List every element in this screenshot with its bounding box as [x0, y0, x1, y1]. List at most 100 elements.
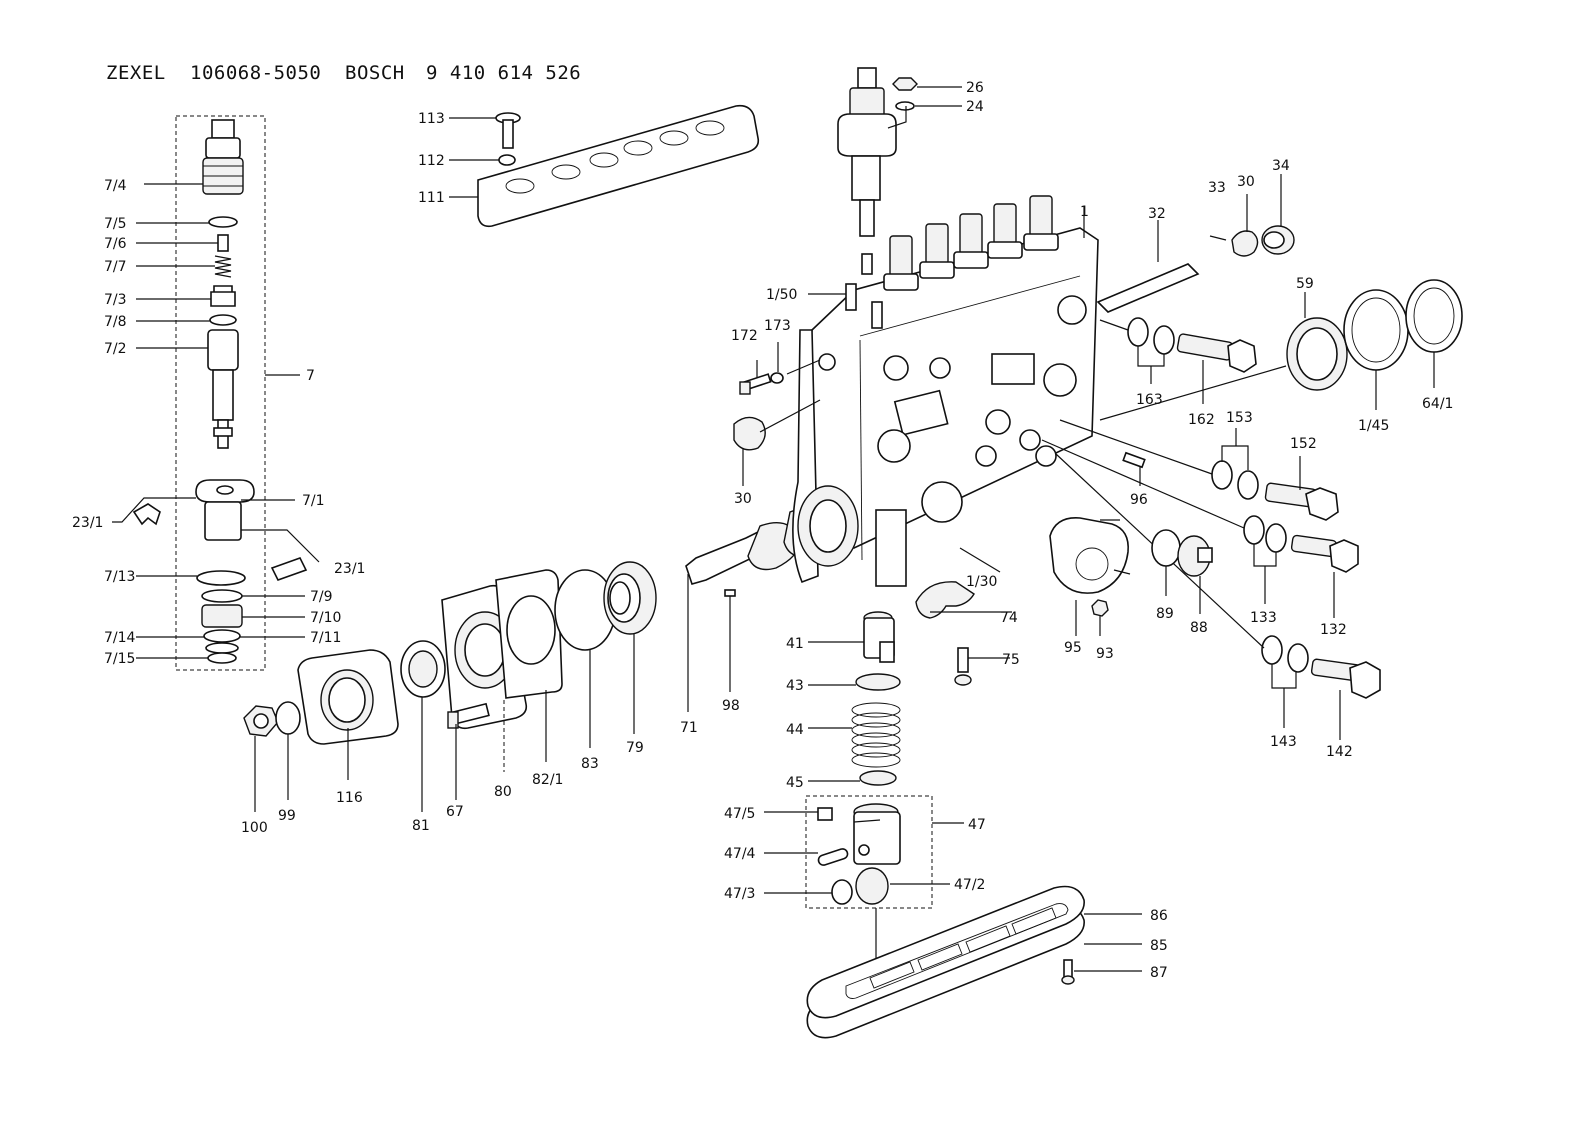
- label-1-50: 1/50: [766, 287, 797, 303]
- bosch-part-number: 9 410 614 526: [426, 62, 581, 84]
- label-7-6: 7/6: [104, 236, 127, 252]
- label-133: 133: [1250, 610, 1277, 626]
- label-30-top: 30: [1237, 174, 1255, 190]
- label-83: 83: [581, 756, 599, 772]
- label-95: 95: [1064, 640, 1082, 656]
- label-152: 152: [1290, 436, 1317, 452]
- label-153: 153: [1226, 410, 1253, 426]
- washer-112: [498, 154, 516, 166]
- callout-labels: 7/4 7/5 7/6 7/7 7/3 7/8 7/2 7 7/1 23/1 2…: [72, 80, 1453, 981]
- label-23-1-left: 23/1: [72, 515, 103, 531]
- label-47-3: 47/3: [724, 886, 755, 902]
- label-67: 67: [446, 804, 464, 820]
- label-7: 7: [306, 368, 315, 384]
- key-98: [724, 589, 736, 597]
- screw-87: [1061, 959, 1075, 985]
- label-79: 79: [626, 740, 644, 756]
- zexel-part-number: 106068-5050: [190, 62, 321, 84]
- bolt-142: [1310, 658, 1381, 699]
- seal-64-1: [1405, 279, 1463, 353]
- barrel: [207, 329, 239, 449]
- o-ring-89: [1151, 529, 1181, 567]
- header: ZEXEL 106068-5050 BOSCH 9 410 614 526: [106, 62, 581, 84]
- label-163: 163: [1136, 392, 1163, 408]
- control-sleeve-41: [863, 611, 895, 663]
- bolt-162: [1176, 333, 1257, 373]
- spring-seat-43: [855, 673, 901, 691]
- label-7-7: 7/7: [104, 259, 127, 275]
- bearing-59: [1286, 317, 1348, 391]
- plate-86: [806, 885, 1085, 1019]
- label-7-1: 7/1: [302, 493, 325, 509]
- label-71: 71: [680, 720, 698, 736]
- brand-bosch: BOSCH: [345, 62, 405, 84]
- hex-nut: [243, 705, 279, 737]
- label-7-9: 7/9: [310, 589, 333, 605]
- rear-bearing-group: [1099, 279, 1463, 421]
- screw-67: [447, 702, 490, 729]
- washer-163b: [1153, 325, 1175, 355]
- gasket-82-1: [495, 569, 563, 699]
- label-7-3: 7/3: [104, 292, 127, 308]
- plunger-spring-44: [851, 702, 901, 768]
- barrel-flange: [195, 479, 255, 541]
- label-59: 59: [1296, 276, 1314, 292]
- label-7-11: 7/11: [310, 630, 341, 646]
- label-116: 116: [336, 790, 363, 806]
- label-82-1: 82/1: [532, 772, 563, 788]
- washer-24: [895, 101, 915, 111]
- label-7-14: 7/14: [104, 630, 136, 646]
- pump-housing: [792, 67, 1099, 587]
- label-7-10: 7/10: [310, 610, 341, 626]
- plug-34: [1261, 225, 1295, 255]
- gasket-7-8: [209, 314, 237, 326]
- washer-143a: [1261, 635, 1283, 665]
- spring-washer: [275, 701, 301, 735]
- washer-173: [770, 372, 784, 384]
- delivery-valve-holder: [202, 119, 244, 195]
- label-111: 111: [418, 190, 445, 206]
- screw-75: [954, 647, 972, 686]
- o-ring-7-13: [196, 570, 246, 586]
- label-112: 112: [418, 153, 445, 169]
- washer-133b: [1265, 523, 1287, 553]
- label-30-left: 30: [734, 491, 752, 507]
- label-86: 86: [1150, 908, 1168, 924]
- label-74: 74: [1000, 610, 1018, 626]
- label-33: 33: [1208, 180, 1226, 196]
- label-98: 98: [722, 698, 740, 714]
- label-7-15: 7/15: [104, 651, 135, 667]
- nut-93: [1091, 599, 1109, 617]
- label-99: 99: [278, 808, 296, 824]
- label-1-30: 1/30: [966, 574, 997, 590]
- bearing-cover: [297, 649, 399, 745]
- label-1: 1: [1080, 204, 1089, 220]
- label-7-5: 7/5: [104, 216, 127, 232]
- cover-plate-111: [449, 104, 760, 228]
- nut-26: [892, 77, 918, 91]
- valve-spring: [214, 255, 232, 278]
- assembly-47-dashed-box: [805, 795, 933, 909]
- drive-end-parts: [243, 506, 838, 812]
- label-143: 143: [1270, 734, 1297, 750]
- washer-163a: [1127, 317, 1149, 347]
- label-7-4: 7/4: [104, 178, 127, 194]
- delivery-valve-holders-row: [883, 195, 1059, 291]
- roller-47-2: [855, 867, 889, 905]
- volume-reducer: [217, 234, 229, 252]
- ring-1-45: [1343, 289, 1409, 371]
- stud-1-50b: [871, 301, 883, 329]
- bottom-plates: [806, 885, 1142, 1039]
- bolt-132: [1290, 534, 1359, 573]
- label-93: 93: [1096, 646, 1114, 662]
- label-34: 34: [1272, 158, 1290, 174]
- label-132: 132: [1320, 622, 1347, 638]
- left-side-fittings: [733, 342, 821, 486]
- label-88: 88: [1190, 620, 1208, 636]
- label-7-13: 7/13: [104, 569, 135, 585]
- label-7-2: 7/2: [104, 341, 127, 357]
- oil-seal: [400, 640, 446, 698]
- label-47-5: 47/5: [724, 806, 755, 822]
- screw-113: [495, 112, 521, 149]
